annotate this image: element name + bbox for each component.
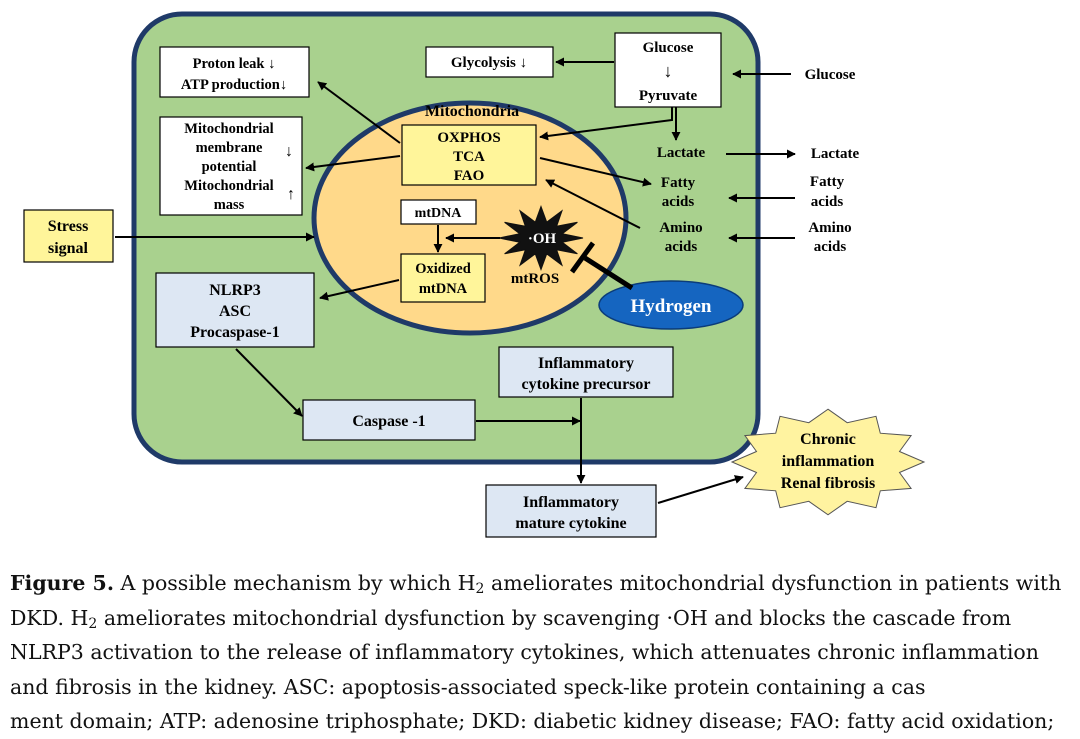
- glycolysis-box: Glycolysis ↓: [425, 46, 554, 78]
- arrow-pyruvate-to-oxphos: [539, 107, 673, 141]
- svg-text:Mitochondrial: Mitochondrial: [184, 178, 273, 194]
- svg-text:OXPHOS: OXPHOS: [437, 130, 500, 146]
- stress-signal-box: Stress signal: [23, 209, 114, 263]
- cytokine-precursor-box: Inflammatory cytokine precursor: [498, 346, 674, 398]
- svg-text:signal: signal: [48, 240, 89, 257]
- svg-text:Hydrogen: Hydrogen: [631, 296, 712, 317]
- svg-text:mtDNA: mtDNA: [419, 281, 468, 297]
- caption-line-1: Figure 5. A possible mechanism by which …: [10, 571, 1062, 597]
- caption-line-3: NLRP3 activation to the release of infla…: [10, 640, 1039, 664]
- oxphos-box: OXPHOS TCA FAO: [401, 124, 537, 186]
- arrow-oxphos-to-potential: [305, 155, 401, 172]
- outer-fatty-label: Fatty: [810, 174, 845, 190]
- mass-up-arrow: ↑: [287, 186, 295, 203]
- svg-text:Inflammatory: Inflammatory: [523, 494, 619, 511]
- svg-text:mass: mass: [214, 197, 245, 213]
- svg-text:Renal fibrosis: Renal fibrosis: [781, 475, 875, 492]
- outer-glucose-label: Glucose: [805, 67, 856, 83]
- glucose-pyruvate-box: Glucose ↓ Pyruvate: [614, 32, 722, 108]
- outer-amino-label-2: acids: [814, 239, 847, 255]
- outer-fatty-label-2: acids: [811, 194, 844, 210]
- potential-down-arrow: ↓: [285, 143, 293, 160]
- oxidized-mtdna-box: Oxidized mtDNA: [400, 253, 486, 303]
- svg-text:Glucose: Glucose: [643, 40, 694, 56]
- svg-text:Mitochondrial: Mitochondrial: [184, 121, 273, 137]
- chronic-inflammation-burst: Chronic inflammation Renal fibrosis: [730, 408, 926, 516]
- svg-text:Chronic: Chronic: [800, 431, 856, 448]
- arrows: [115, 57, 796, 504]
- svg-text:inflammation: inflammation: [782, 453, 875, 470]
- svg-text:Inflammatory: Inflammatory: [538, 355, 634, 372]
- svg-text:NLRP3: NLRP3: [209, 282, 261, 299]
- arrow-oxphos-to-proton: [317, 81, 401, 144]
- mitochondria-title: Mitochondria: [425, 103, 519, 120]
- arrow-oxidized-to-nlrp3: [319, 279, 400, 301]
- arrow-nlrp3-to-caspase: [235, 348, 303, 417]
- arrow-oxphos-to-fatty: [539, 157, 652, 187]
- inner-fatty-label: Fatty: [661, 175, 696, 191]
- svg-text:Pyruvate: Pyruvate: [639, 88, 698, 104]
- svg-text:mature cytokine: mature cytokine: [515, 515, 626, 532]
- hydrogen-inhibition: [569, 241, 634, 291]
- svg-text:mtDNA: mtDNA: [415, 206, 463, 221]
- nlrp3-box: NLRP3 ASC Procaspase-1: [155, 272, 315, 348]
- inner-amino-label: Amino: [659, 220, 702, 236]
- caption-line-5: ment domain; ATP: adenosine triphosphate…: [10, 709, 1055, 733]
- svg-text:Proton leak ↓: Proton leak ↓: [193, 56, 276, 72]
- membrane-potential-box: Mitochondrial membrane potential Mitocho…: [159, 116, 303, 216]
- caption-label: Figure 5.: [10, 571, 114, 595]
- mature-cytokine-box: Inflammatory mature cytokine: [485, 484, 657, 538]
- svg-text:TCA: TCA: [453, 149, 485, 165]
- proton-leak-box: Proton leak ↓ ATP production↓: [159, 46, 310, 98]
- outer-lactate-label: Lactate: [811, 146, 860, 162]
- arrow-amino-to-oxphos: [545, 179, 641, 229]
- svg-text:Procaspase-1: Procaspase-1: [190, 324, 279, 341]
- outer-amino-label: Amino: [808, 220, 851, 236]
- svg-text:Stress: Stress: [48, 218, 89, 235]
- svg-text:potential: potential: [202, 159, 257, 175]
- svg-text:·OH: ·OH: [528, 231, 557, 247]
- mtdna-box: mtDNA: [400, 199, 477, 225]
- figure-caption: Figure 5. A possible mechanism by which …: [10, 566, 1070, 739]
- caspase-1-box: Caspase -1: [302, 399, 476, 441]
- svg-text:Glycolysis ↓: Glycolysis ↓: [451, 55, 527, 71]
- mechanism-diagram: Mitochondria Proton leak ↓ ATP productio…: [23, 11, 926, 538]
- svg-text:ATP production↓: ATP production↓: [181, 77, 287, 93]
- inner-fatty-label-2: acids: [662, 194, 695, 210]
- caption-line-2: DKD. H2 ameliorates mitochondrial dysfun…: [10, 605, 1012, 632]
- caption-line-4: and fibrosis in the kidney. ASC: apoptos…: [10, 674, 926, 699]
- svg-text:Oxidized: Oxidized: [415, 261, 471, 277]
- inner-lactate-label: Lactate: [657, 145, 706, 161]
- mtros-label: mtROS: [511, 271, 559, 287]
- arrow-mature-to-chronic: [657, 475, 744, 504]
- svg-text:ASC: ASC: [219, 303, 251, 320]
- svg-text:FAO: FAO: [454, 168, 485, 184]
- hydroxyl-radical-burst: ·OH: [498, 205, 584, 271]
- inner-amino-label-2: acids: [665, 239, 698, 255]
- svg-text:↓: ↓: [664, 61, 673, 81]
- svg-text:membrane: membrane: [196, 140, 263, 156]
- hydrogen-ellipse: Hydrogen: [598, 280, 744, 330]
- svg-text:Caspase -1: Caspase -1: [352, 413, 425, 430]
- svg-text:cytokine precursor: cytokine precursor: [521, 376, 650, 393]
